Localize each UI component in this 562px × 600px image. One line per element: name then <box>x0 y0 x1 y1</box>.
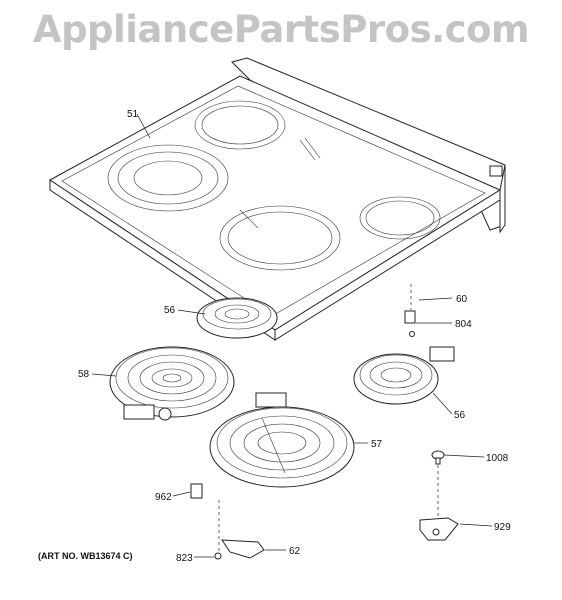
cooktop-assembly <box>49 57 506 341</box>
callout-51: 51 <box>127 109 139 120</box>
screw-804 <box>409 331 415 337</box>
part-929 <box>419 517 459 541</box>
callout-962: 962 <box>155 492 172 503</box>
art-number: (ART NO. WB13674 C) <box>38 551 133 561</box>
callout-929: 929 <box>494 522 511 533</box>
radiant-element-small-rear <box>196 297 278 339</box>
callout-56-rear: 56 <box>164 305 176 316</box>
radiant-element-large-front <box>209 392 355 488</box>
callout-823: 823 <box>176 553 193 564</box>
callout-62: 62 <box>289 546 301 557</box>
callout-804: 804 <box>455 319 472 330</box>
leader-lines <box>91 113 493 558</box>
callout-60: 60 <box>456 294 468 305</box>
callout-1008: 1008 <box>486 453 509 464</box>
switch-60 <box>404 310 416 324</box>
callout-58: 58 <box>78 369 90 380</box>
screw-1008 <box>431 450 445 465</box>
part-962 <box>190 483 203 499</box>
radiant-element-small-right <box>353 346 455 405</box>
screw-823 <box>214 552 222 560</box>
radiant-element-large-left <box>109 346 235 421</box>
watermark-logo: AppliancePartsPros.com <box>32 8 530 51</box>
callout-56-right: 56 <box>454 410 466 421</box>
bracket-62 <box>221 539 265 559</box>
callout-57: 57 <box>371 439 383 450</box>
